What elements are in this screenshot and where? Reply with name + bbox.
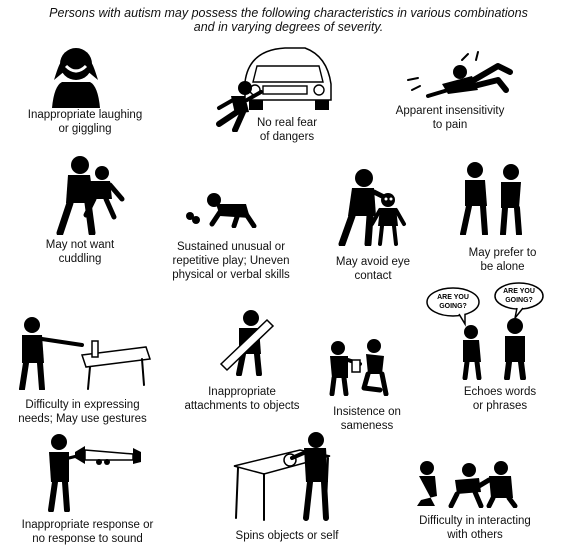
falling-person-icon <box>407 51 513 98</box>
person-and-trumpet-icon <box>48 434 141 512</box>
svg-text:ARE YOU: ARE YOU <box>503 288 535 295</box>
header-line-2: and in varying degrees of severity. <box>193 20 384 34</box>
speech-bubble-1 <box>426 287 480 317</box>
echo-speech-icon: ARE YOU GOING? ARE YOU GOING? <box>426 282 544 380</box>
header-line-1: Persons with autism may possess the foll… <box>49 6 528 20</box>
header: Persons with autism may possess the foll… <box>0 6 577 34</box>
caption-repetitive-play: Sustained unusual or repetitive play; Un… <box>172 241 290 281</box>
caption-attachments: Inappropriate attachments to objects <box>184 386 300 412</box>
spinning-object-on-table-icon <box>233 432 331 521</box>
laughing-person-icon <box>52 48 100 108</box>
caption-insensitivity: Apparent insensitivity to pain <box>395 105 505 131</box>
svg-text:GOING?: GOING? <box>505 297 533 304</box>
caption-sound: Inappropriate response or no response to… <box>21 519 154 545</box>
adult-and-kneeling-child-icon <box>329 339 389 396</box>
svg-text:GOING?: GOING? <box>439 303 467 310</box>
caption-eye-contact: May avoid eye contact <box>335 256 411 282</box>
caption-no-fear: No real fear of dangers <box>256 117 318 143</box>
adult-and-child-icon <box>338 169 406 246</box>
group-of-children-icon <box>417 461 518 508</box>
caption-laughing: Inappropriate laughing or giggling <box>27 109 143 135</box>
caption-sameness: Insistence on sameness <box>333 406 401 432</box>
person-carrying-object-icon <box>219 310 275 376</box>
adult-holding-child-icon <box>56 156 125 235</box>
caption-spins: Spins objects or self <box>235 530 339 542</box>
caption-echoes: Echoes words or phrases <box>463 386 537 412</box>
caption-interacting: Difficulty in interacting with others <box>419 515 531 541</box>
two-standing-people-icon <box>460 162 522 235</box>
person-pointing-at-table-icon <box>19 317 152 390</box>
caption-cuddling: May not want cuddling <box>45 239 115 265</box>
running-from-car-icon <box>216 47 332 132</box>
speech-bubble-2 <box>494 282 544 310</box>
caption-alone: May prefer to be alone <box>468 247 537 273</box>
caption-expressing-needs: Difficulty in expressing needs; May use … <box>18 399 147 425</box>
crawling-child-icon <box>186 193 257 228</box>
svg-text:ARE YOU: ARE YOU <box>437 294 469 301</box>
